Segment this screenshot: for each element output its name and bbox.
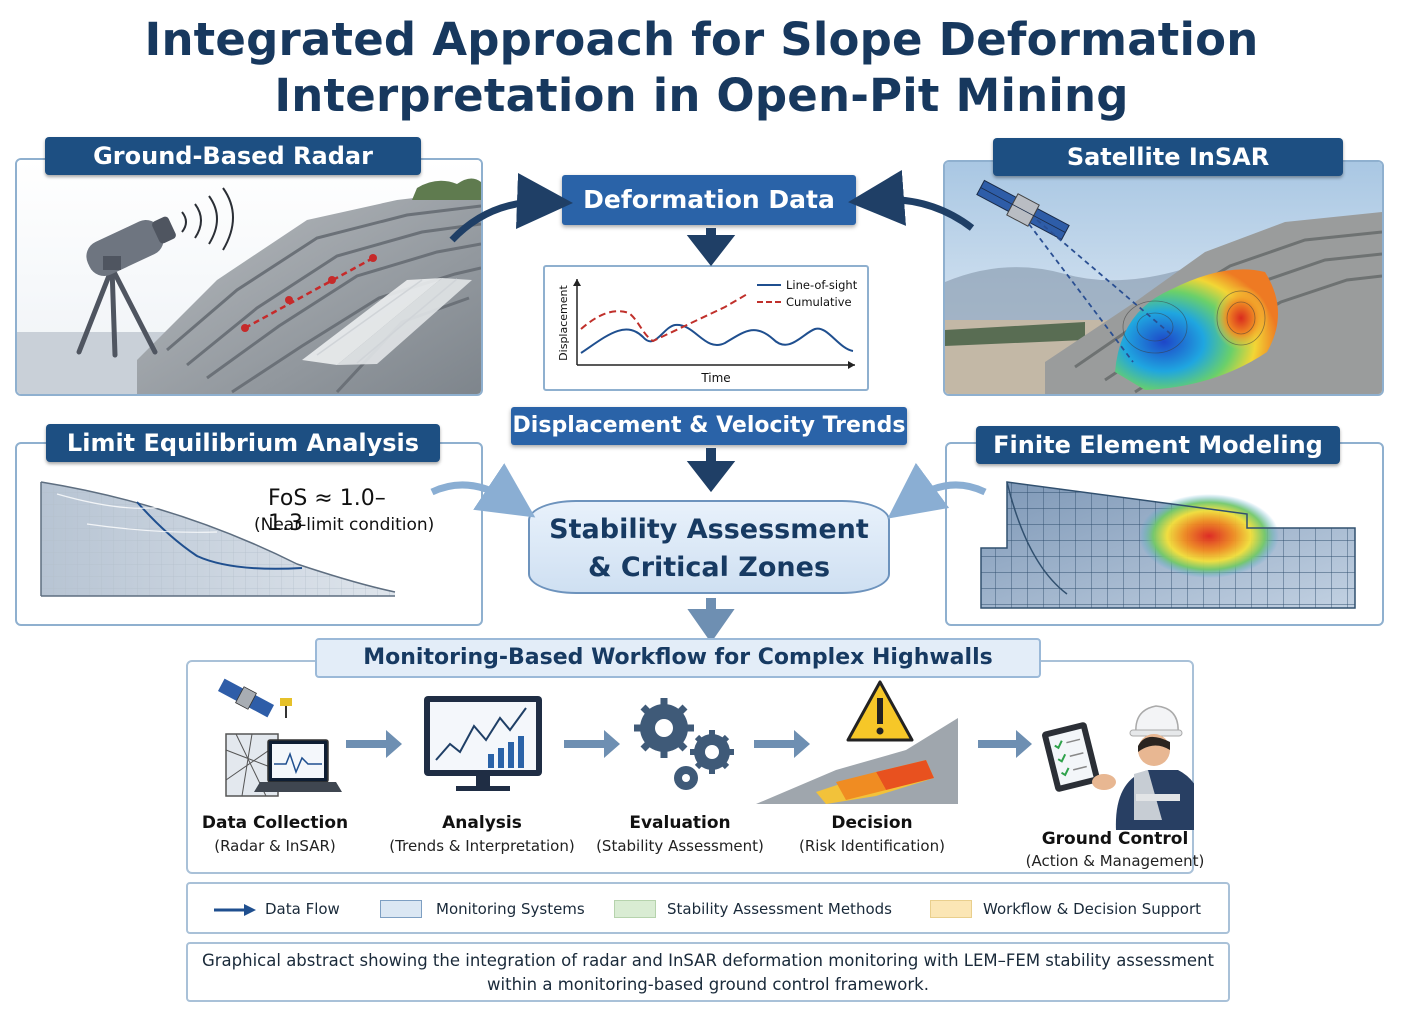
arrow-radar-to-data [449,173,573,243]
caption-line-2: within a monitoring-based ground control… [487,975,929,994]
step-sub-ground-control: (Action & Management) [1025,852,1205,870]
step-sub-decision: (Risk Identification) [799,837,945,855]
step-label-analysis: Analysis [442,813,522,833]
lem-fos-value: FoS ≈ 1.0–1.3 [268,486,386,536]
page-title: Integrated Approach for Slope Deformatio… [0,12,1403,124]
figure-caption: Graphical abstract showing the integrati… [186,942,1230,1002]
displacement-chart: Line-of-sight Cumulative Time Displaceme… [543,265,869,391]
chart-svg: Line-of-sight Cumulative Time Displaceme… [557,278,858,385]
step-sub-evaluation: (Stability Assessment) [596,837,764,855]
deformation-data-box: Deformation Data [562,175,856,225]
x-axis-label: Time [700,371,730,385]
arrow-fem-to-stability [887,462,987,519]
lem-condition: (Near-limit condition) [254,515,435,535]
legend-swatch-monitoring [380,900,422,918]
insar-illustration [945,162,1382,394]
title-line-2: Interpretation in Open-Pit Mining [274,69,1129,122]
title-line-1: Integrated Approach for Slope Deformatio… [144,13,1259,66]
legend-stability-methods: Stability Assessment Methods [667,900,892,918]
step-sub-analysis: (Trends & Interpretation) [389,837,575,855]
y-axis-label: Displacement [557,285,570,361]
lem-illustration [40,481,396,597]
legend-cum: Cumulative [786,295,852,309]
workflow-illustrations [217,678,1194,830]
radar-panel [15,158,483,396]
workflow-title: Monitoring-Based Workflow for Complex Hi… [315,638,1041,678]
legend-data-flow: Data Flow [265,900,340,918]
lem-panel [15,442,483,626]
legend-los: Line-of-sight [786,278,858,292]
step-label-evaluation: Evaluation [629,813,731,833]
step-label-decision: Decision [831,813,913,833]
fem-illustration [980,481,1356,609]
radar-tab: Ground-Based Radar [45,137,421,175]
lem-tab: Limit Equilibrium Analysis [46,424,440,462]
fem-tab: Finite Element Modeling [976,426,1340,464]
legend-workflow-decision: Workflow & Decision Support [983,900,1202,918]
arrow-step-4 [978,730,1032,758]
stability-line-2: & Critical Zones [587,552,831,583]
data-collection-icon [217,678,342,797]
workflow-panel [186,660,1194,874]
arrow-step-3 [754,730,810,758]
legend-monitoring-systems: Monitoring Systems [436,900,585,918]
decision-warning-icon [756,680,958,804]
evaluation-gears-icon [634,698,734,790]
arrow-stability-to-workflow [687,598,735,643]
radar-illustration [17,160,481,394]
arrow-insar-to-data [848,170,975,231]
arrow-lem-to-stability [430,463,536,518]
step-sub-data-collection: (Radar & InSAR) [214,837,336,855]
series-line-of-sight [580,323,854,354]
analysis-monitor-icon [424,696,542,791]
trends-box: Displacement & Velocity Trends [511,407,907,445]
legend-swatch-workflow [930,900,972,918]
step-label-data-collection: Data Collection [201,813,349,833]
arrow-step-1 [346,730,402,758]
step-label-ground-control: Ground Control [1041,829,1189,849]
stability-line-1: Stability Assessment [549,514,869,545]
stability-assessment-box: Stability Assessment & Critical Zones [528,500,890,594]
legend-bar [186,882,1230,934]
legend-swatch-data-flow [214,904,256,916]
arrow-data-to-chart [686,228,736,267]
fem-panel [945,442,1384,626]
arrow-step-2 [564,730,620,758]
insar-panel [943,160,1384,396]
caption-line-1: Graphical abstract showing the integrati… [201,951,1214,970]
arrow-trends-to-stability [686,448,736,493]
insar-tab: Satellite InSAR [993,138,1343,176]
legend-swatch-stability [614,900,656,918]
ground-control-worker-icon [1042,705,1194,830]
